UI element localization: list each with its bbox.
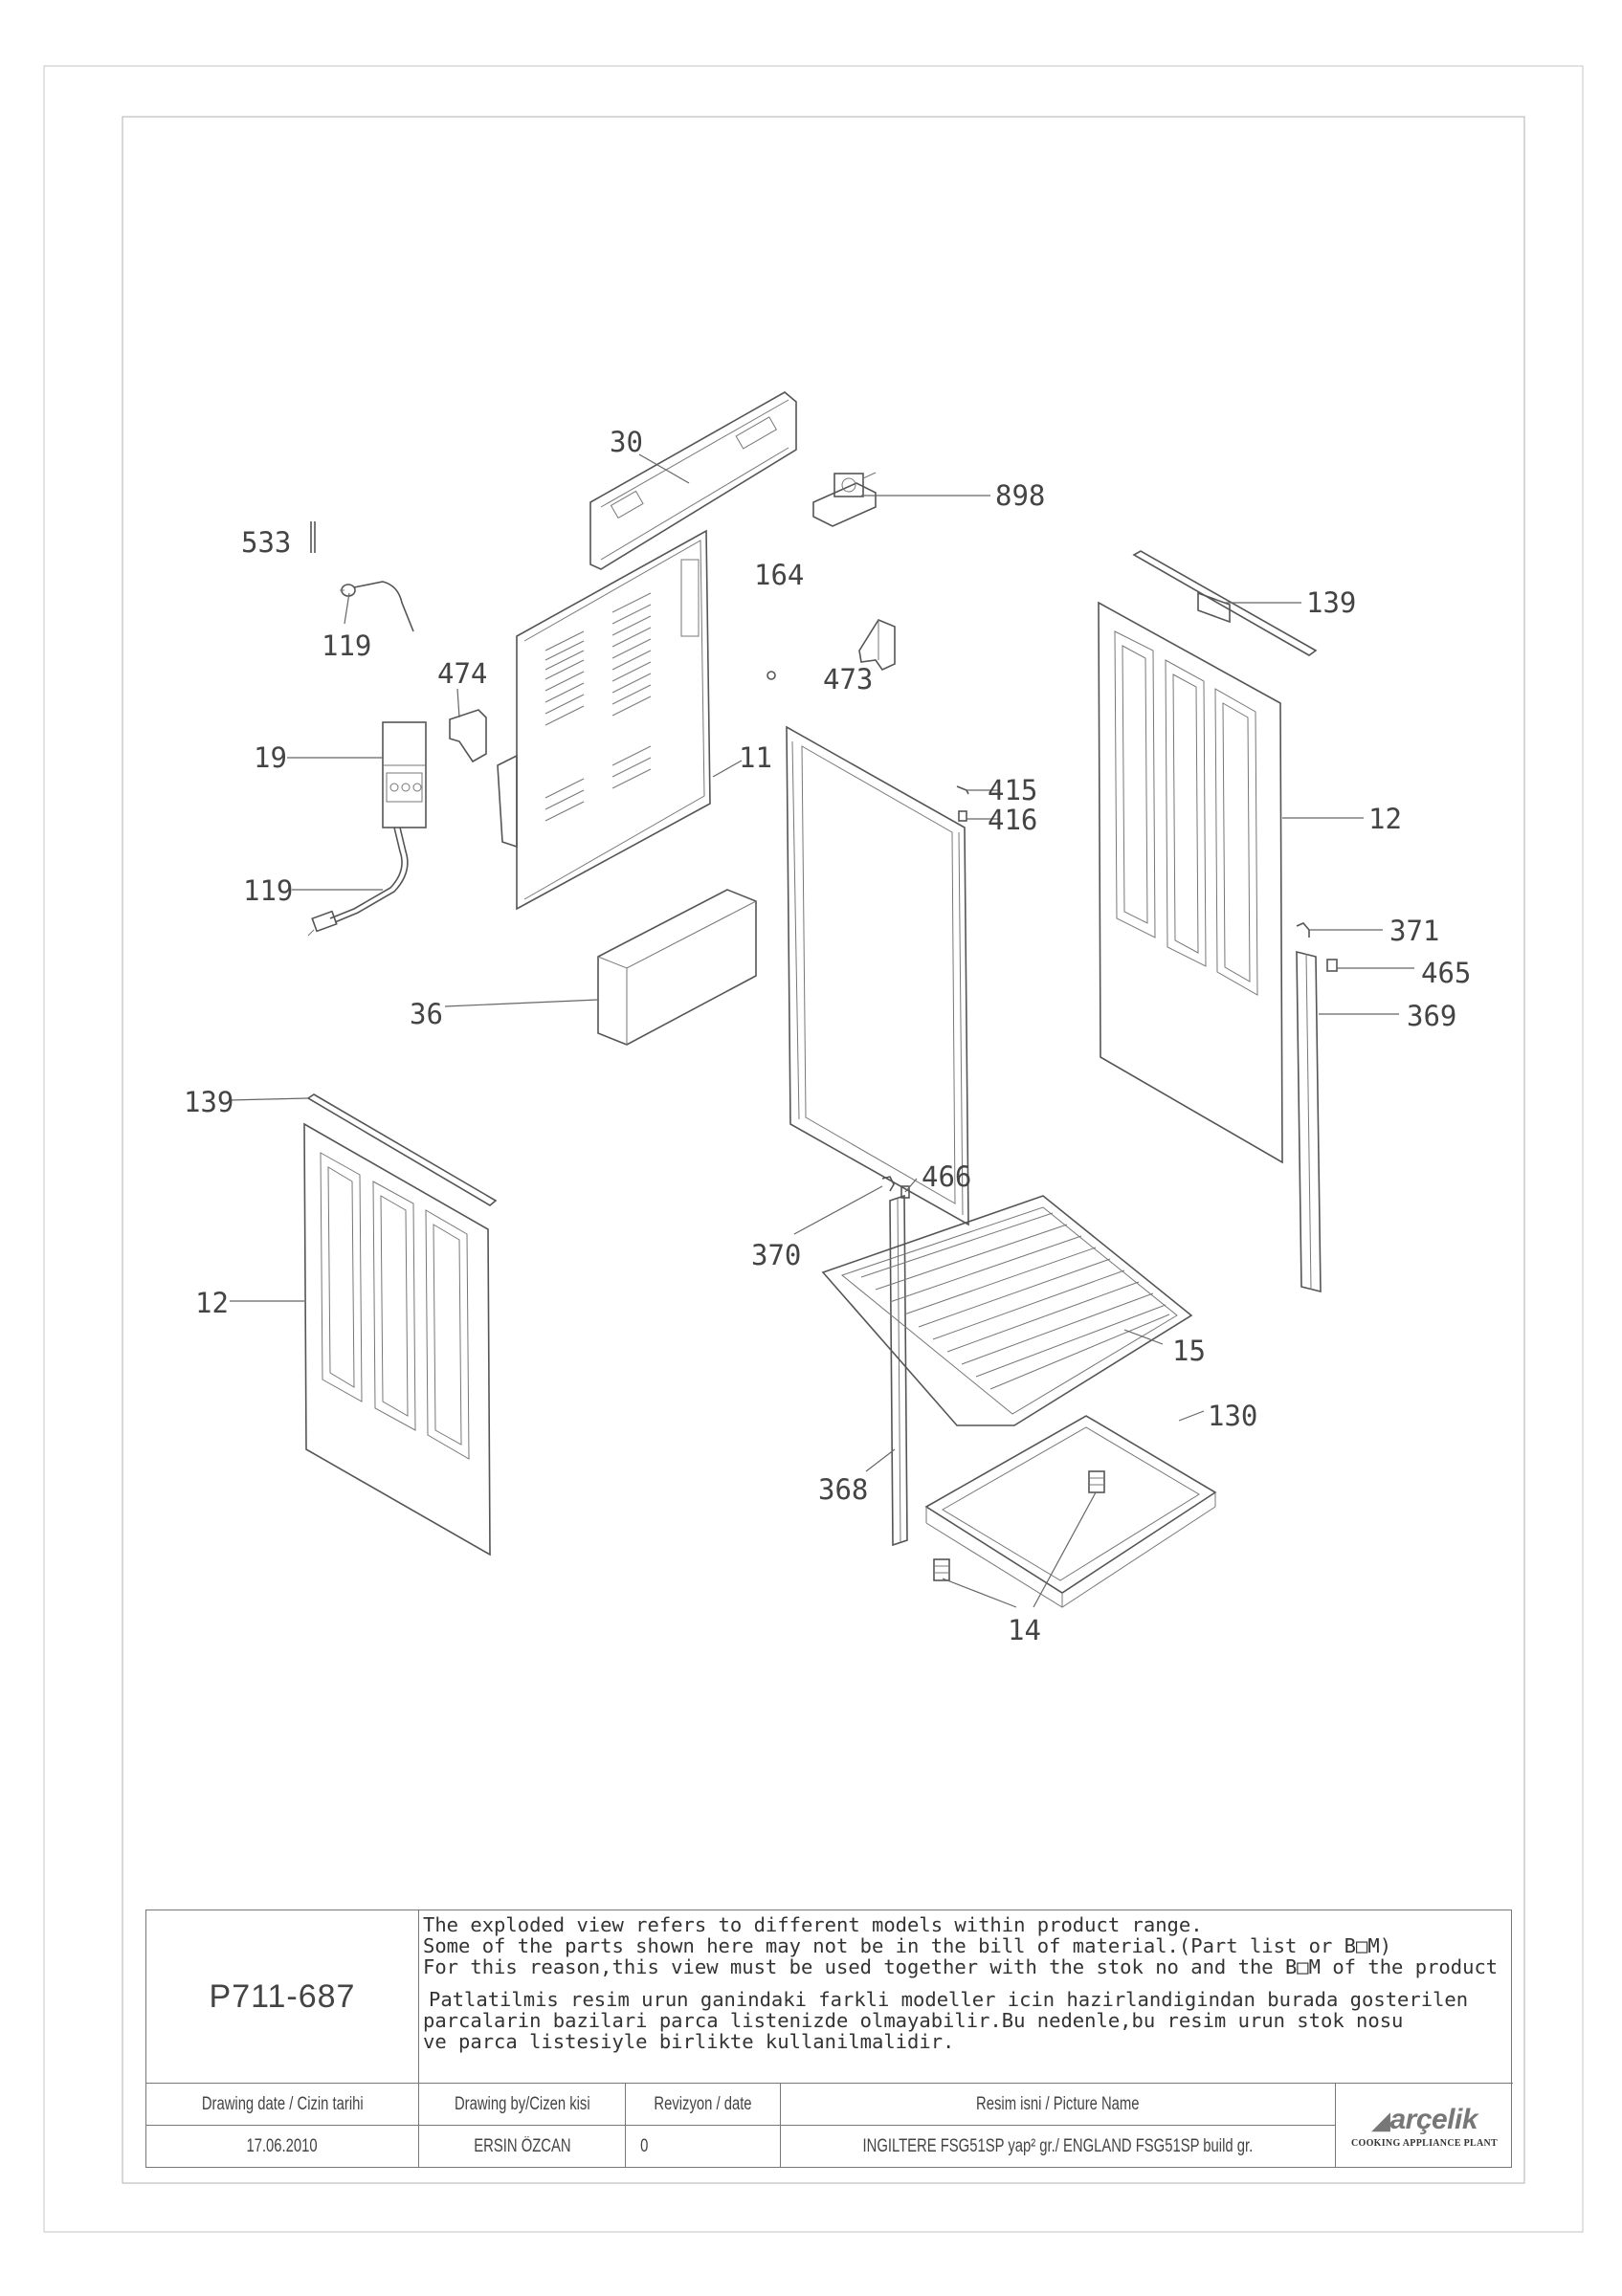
callout-labels: 30 898 533 164 139 119 474 473 19 11 415…	[184, 426, 1471, 1646]
drawing-code: P711-687	[146, 1910, 419, 2083]
callout-474: 474	[437, 657, 487, 690]
outer-border	[43, 65, 1584, 2233]
part-139-strip-lower	[306, 1093, 498, 1206]
logo-subtitle: COOKING APPLIANCE PLANT	[1350, 2138, 1499, 2149]
callout-466: 466	[922, 1160, 971, 1193]
callout-415: 415	[988, 774, 1037, 806]
part-door-frame	[786, 725, 969, 1226]
value-drawing-date: 17.06.2010	[146, 2125, 419, 2167]
callout-119-upper: 119	[322, 629, 371, 662]
part-30-rear-strip	[589, 391, 797, 570]
callout-15: 15	[1172, 1335, 1206, 1367]
part-371-clip	[1296, 922, 1310, 938]
part-370-clip	[881, 1176, 895, 1192]
callout-898: 898	[995, 479, 1045, 512]
callout-164: 164	[754, 559, 804, 591]
callout-12-right: 12	[1368, 803, 1402, 835]
callout-368: 368	[818, 1473, 868, 1506]
part-898-component	[812, 472, 877, 527]
header-drawing-date: Drawing date / Cizin tarihi	[146, 2083, 419, 2125]
callout-12-left: 12	[195, 1287, 229, 1319]
callout-30: 30	[610, 426, 643, 458]
callout-11: 11	[739, 741, 772, 774]
value-drawing-by: ERSIN ÖZCAN	[419, 2125, 626, 2167]
callout-533: 533	[241, 526, 291, 559]
inner-border	[122, 116, 1525, 2184]
part-19-terminal-box	[382, 721, 427, 828]
note-en-line-3: For this reason,this view must be used t…	[423, 1955, 1499, 1978]
note-en-line-2: Some of the parts shown here may not be …	[423, 1934, 1392, 1957]
callout-473: 473	[823, 663, 873, 695]
title-block: P711-687 The exploded view refers to dif…	[145, 1910, 1513, 2169]
callout-36: 36	[410, 998, 443, 1030]
part-139-strip-upper	[1132, 550, 1318, 656]
callout-19: 19	[254, 741, 287, 774]
note-tr-line-2: parcalarin bazilari parca listenizde olm…	[423, 2009, 1404, 2032]
value-picture-name: INGILTERE FSG51SP yap² gr./ ENGLAND FSG5…	[781, 2125, 1336, 2167]
part-12-side-panel-right	[1098, 601, 1283, 1164]
part-11-rear-panel	[497, 529, 711, 911]
callout-465: 465	[1421, 957, 1471, 989]
part-15-base-plate	[821, 1195, 1193, 1426]
disclaimer-notes: The exploded view refers to different mo…	[419, 1910, 1513, 2083]
note-en-line-1: The exploded view refers to different mo…	[423, 1913, 1203, 1936]
part-130-base-frame	[924, 1415, 1217, 1608]
leader-lines	[229, 453, 1414, 1608]
header-picture-name: Resim isni / Picture Name	[781, 2083, 1336, 2125]
part-473-bracket	[858, 619, 896, 672]
callout-14: 14	[1008, 1614, 1041, 1646]
callout-370: 370	[751, 1239, 801, 1271]
part-36-box	[597, 889, 757, 1046]
part-14-foot	[933, 1470, 1105, 1581]
value-revision: 0	[626, 2125, 781, 2167]
callout-119-lower: 119	[243, 874, 293, 907]
callout-371: 371	[1389, 915, 1439, 947]
part-533-pin	[310, 521, 316, 553]
callout-139-lower: 139	[184, 1086, 233, 1118]
arcelik-logo: ◢arçelik COOKING APPLIANCE PLANT	[1336, 2083, 1513, 2169]
part-465-clip	[1326, 959, 1338, 972]
part-369-rail	[1296, 950, 1322, 1293]
callout-369: 369	[1407, 1000, 1456, 1032]
part-119-cable-lower	[307, 827, 409, 937]
logo-wordmark: ◢arçelik	[1370, 2104, 1478, 2135]
callout-130: 130	[1208, 1400, 1257, 1432]
part-12-side-panel-left	[303, 1122, 491, 1556]
part-119-cable-upper	[340, 581, 414, 632]
part-466-clip	[900, 1185, 910, 1199]
part-416-clip	[958, 810, 967, 822]
note-tr-line-3: ve parca listesiyle birlikte kullanilmal…	[423, 2030, 955, 2053]
callout-416: 416	[988, 804, 1037, 836]
header-drawing-by: Drawing by/Cizen kisi	[419, 2083, 626, 2125]
part-474-bracket	[449, 709, 487, 763]
header-revision: Revizyon / date	[626, 2083, 781, 2125]
note-tr-line-1: Patlatilmis resim urun ganindaki farkli …	[429, 1988, 1469, 2011]
callout-139-upper: 139	[1306, 586, 1356, 619]
part-164-screw	[767, 671, 776, 680]
